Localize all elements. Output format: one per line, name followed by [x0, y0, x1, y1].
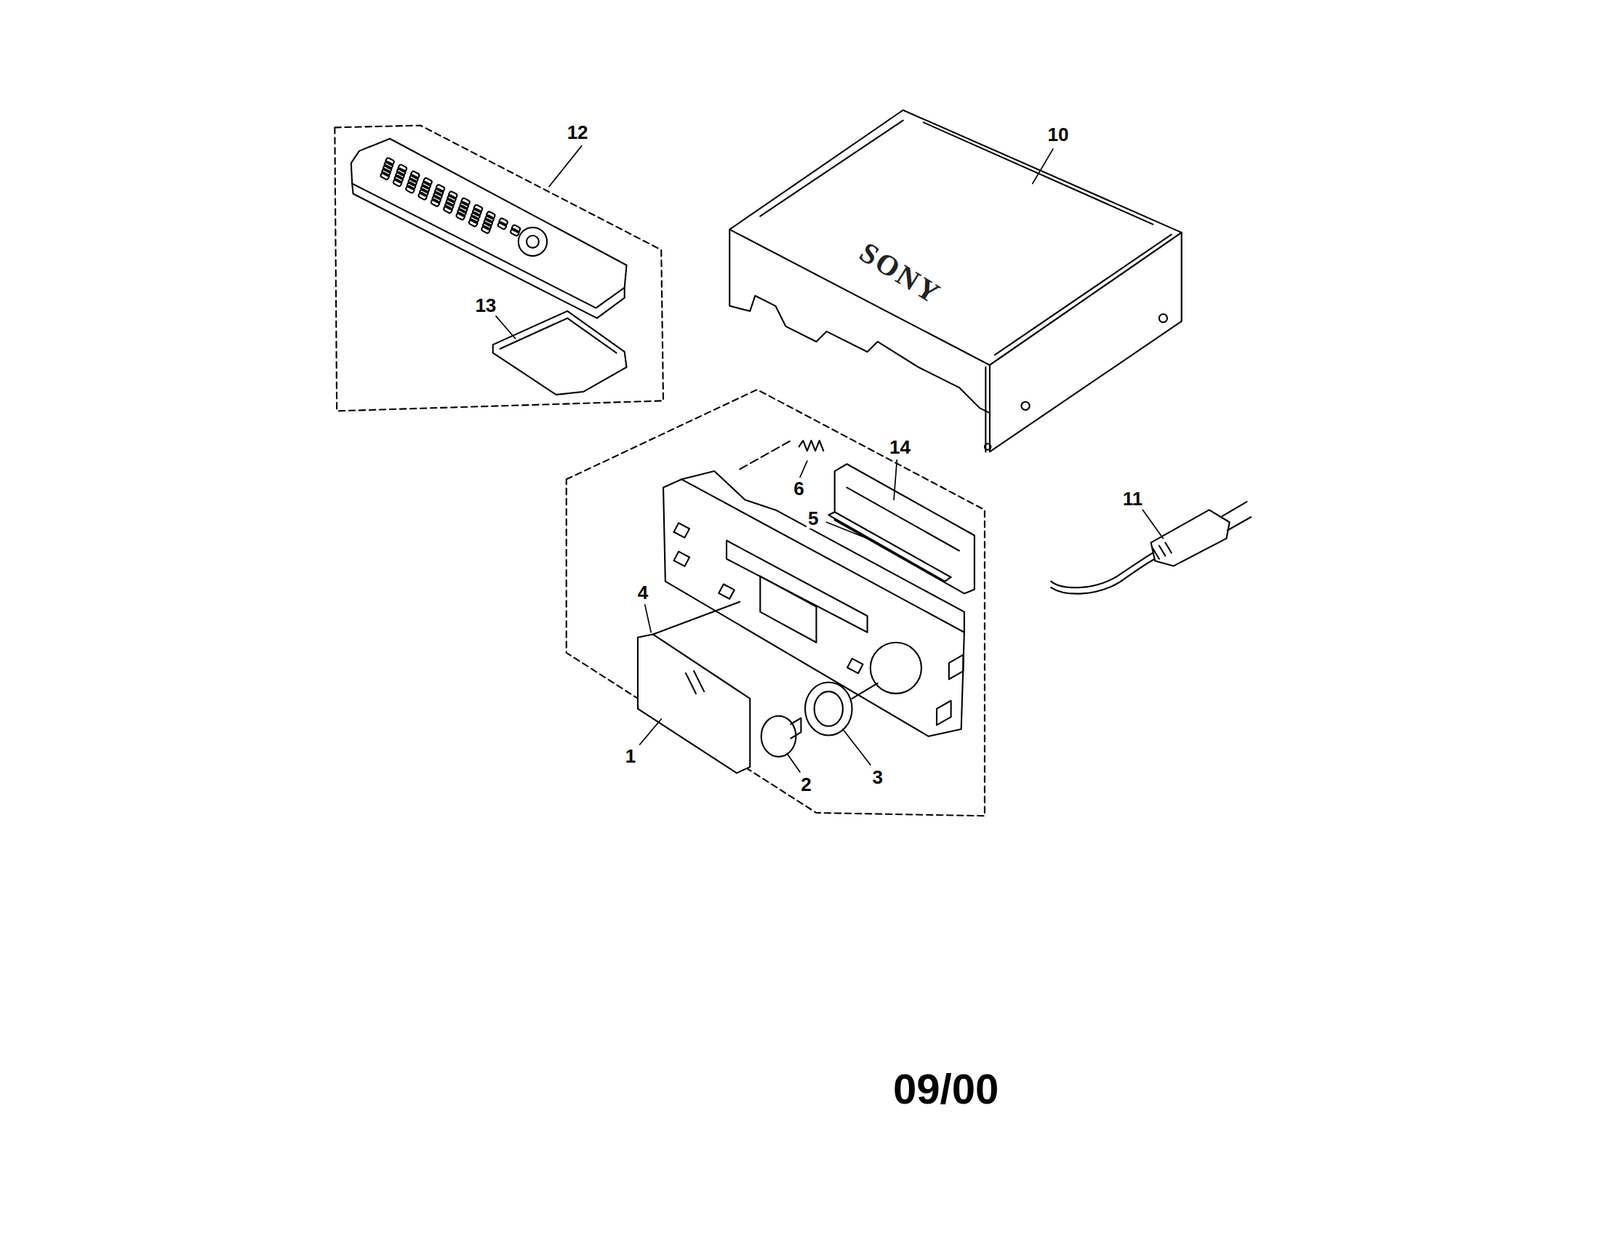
panel-button [674, 552, 690, 567]
remote-pad-center [526, 235, 539, 248]
remote-button [509, 228, 520, 237]
screw-hole [1021, 402, 1030, 411]
cover-groove [760, 120, 903, 217]
callout-number: 4 [636, 582, 650, 603]
leader-lines [496, 146, 1163, 773]
screw-hole [1159, 314, 1168, 323]
callout-number: 3 [870, 767, 884, 788]
panel-button [674, 522, 690, 538]
knob-ring-inner [814, 691, 843, 727]
callout-number: 6 [792, 478, 806, 499]
panel-button [718, 584, 734, 599]
group-outline [334, 125, 664, 412]
panel-button [847, 658, 863, 674]
knob-ring [805, 682, 853, 736]
callout-number: 11 [1121, 488, 1145, 510]
callout-number: 5 [806, 508, 820, 529]
remote-buttons [380, 157, 534, 243]
battery-cover [493, 311, 627, 395]
callout-number: 2 [799, 774, 813, 795]
power-cord [1050, 559, 1155, 595]
plug-pin [1227, 517, 1251, 531]
cover-side [989, 232, 1182, 453]
date-code: 09/00 [893, 1068, 999, 1111]
plug-pin [1222, 501, 1248, 517]
remote-button [480, 225, 491, 234]
group-outline [566, 389, 985, 816]
cassette-slot [726, 540, 868, 632]
cover-groove [923, 122, 1154, 224]
remote-button [405, 185, 415, 194]
panel-tab [936, 655, 963, 726]
guide-line [739, 440, 791, 470]
callout-number: 1 [624, 746, 638, 767]
cord-strain-relief [1152, 542, 1171, 559]
knob-stem [790, 718, 801, 739]
guide-line [653, 602, 740, 635]
remote-button [392, 178, 403, 187]
remote-button [380, 171, 390, 180]
door-glint [685, 671, 704, 694]
callout-number: 14 [888, 437, 912, 458]
knob-button [761, 716, 797, 758]
guide-line [852, 683, 878, 699]
battery-cover-rim [500, 318, 617, 354]
remote-button [418, 192, 428, 200]
panel-door [637, 634, 750, 774]
remote-button [430, 198, 440, 207]
callout-number: 12 [565, 122, 590, 143]
spring [799, 440, 824, 451]
remote-button [456, 212, 466, 221]
remote-control [351, 138, 627, 309]
remote-edge [352, 184, 625, 319]
display-window [760, 576, 816, 643]
remote-pad [518, 227, 547, 256]
brand-logo: SONY [854, 237, 947, 310]
remote-button [442, 205, 453, 214]
remote-button [468, 218, 478, 227]
dial-hole [870, 642, 922, 694]
callout-number: 13 [473, 295, 498, 316]
cover-edge [984, 367, 987, 452]
remote-button [497, 221, 507, 230]
cover-groove [994, 234, 1172, 356]
cover-side-inner [729, 229, 990, 414]
bracket-slot [847, 488, 960, 552]
callout-number: 10 [1046, 124, 1071, 145]
screw-hole [984, 443, 991, 450]
